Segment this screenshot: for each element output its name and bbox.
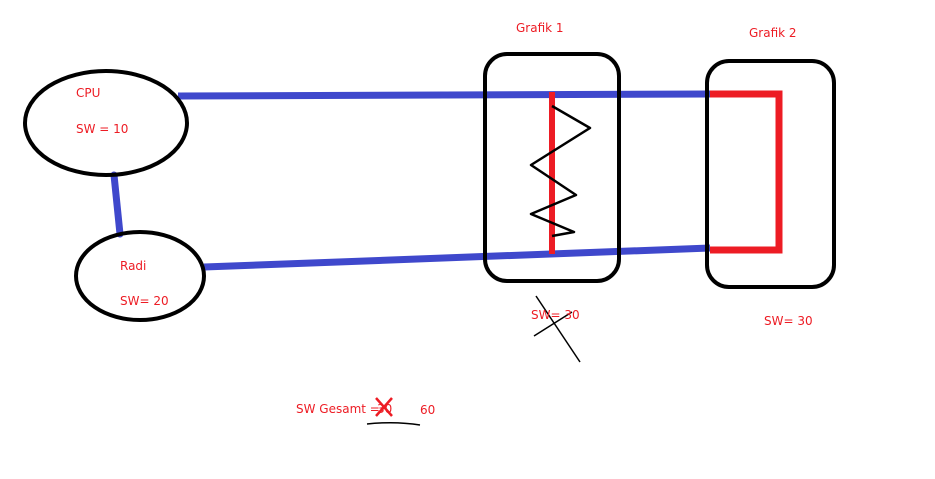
radi-label: Radi [120,259,147,273]
grafik1-label: Grafik 1 [516,21,564,35]
grafik1-value: SW= 30 [531,308,580,322]
total-underline [366,421,421,426]
grafik2-label: Grafik 2 [749,26,797,40]
pipe-cpu-to-radi [110,171,124,238]
pipe-radi-to-grafik [203,244,711,271]
grafik1-box [483,52,621,283]
grafik2-value: SW= 30 [764,314,813,328]
total-label: SW Gesamt = [296,402,380,416]
radi-value: SW= 20 [120,294,169,308]
total-crossed-value: 30 [377,402,393,416]
cpu-ellipse [23,69,189,177]
grafik2-box [705,59,836,289]
grafik1-cross-line-a [535,295,581,363]
cpu-label: CPU [76,86,101,100]
pipe-cpu-to-grafik [177,90,711,100]
cpu-value: SW = 10 [76,122,129,136]
total-value: 60 [420,403,436,417]
radi-ellipse [74,230,206,322]
grafik1-cross-line-b [533,311,573,337]
grafik2-red-loop [710,90,783,254]
total-cross-b [375,397,393,417]
grafik1-zigzag [529,104,592,238]
